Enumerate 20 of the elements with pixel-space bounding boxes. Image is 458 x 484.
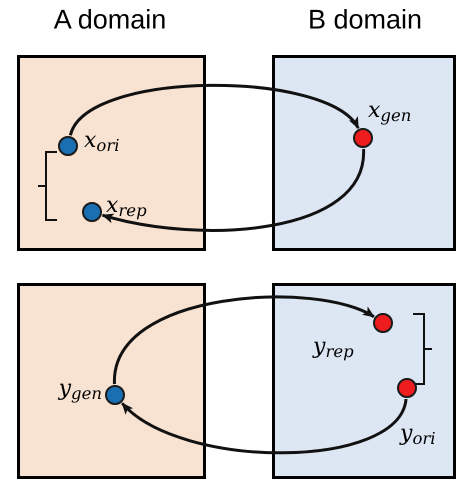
domain-title: A domain	[54, 6, 166, 34]
point-label: x$_{ori}$	[84, 130, 120, 152]
data-point	[105, 385, 125, 405]
data-point	[373, 313, 393, 333]
domain-panel	[272, 55, 456, 251]
domain-title: B domain	[308, 6, 422, 34]
curved-arrow	[69, 84, 360, 136]
domain-panel	[17, 55, 206, 251]
data-point	[82, 202, 102, 222]
point-label: y$_{ori}$	[400, 423, 436, 445]
data-point	[58, 136, 78, 156]
curved-arrow	[113, 296, 375, 384]
point-label: x$_{rep}$	[106, 195, 147, 217]
domain-panel	[272, 283, 456, 479]
curved-arrow	[102, 148, 366, 232]
domain-panel	[17, 283, 206, 479]
point-label: y$_{rep}$	[313, 336, 354, 358]
data-point	[397, 378, 417, 398]
data-point	[353, 128, 373, 148]
curved-arrow	[121, 398, 408, 454]
